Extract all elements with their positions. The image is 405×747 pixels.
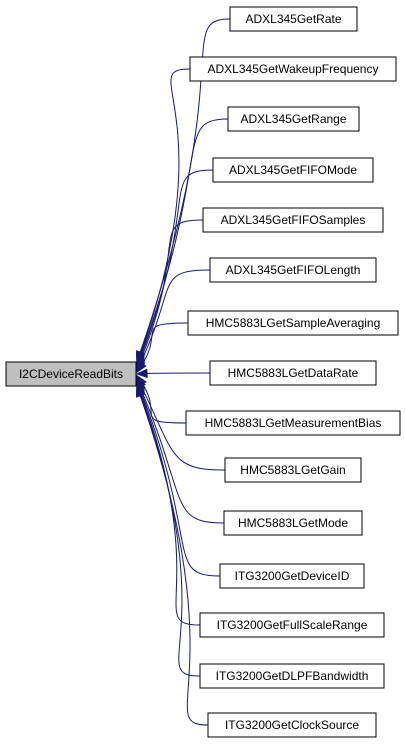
- caller-node-box: [209, 360, 377, 386]
- edge-itg3200getdeviceid: [139, 389, 221, 577]
- caller-node-label: ITG3200GetDLPFBandwidth: [216, 669, 369, 683]
- caller-node-adxl345getfifosamples[interactable]: ADXL345GetFIFOSamples: [202, 207, 384, 233]
- caller-node-adxl345getrange[interactable]: ADXL345GetRange: [227, 106, 360, 132]
- caller-node-label: ITG3200GetFullScaleRange: [217, 618, 368, 632]
- caller-node-itg3200getclocksource[interactable]: ITG3200GetClockSource: [207, 712, 377, 738]
- caller-node-box: [187, 310, 399, 336]
- caller-node-label: HMC5883LGetGain: [240, 463, 345, 477]
- caller-node-box: [212, 157, 374, 183]
- caller-node-box: [199, 612, 385, 638]
- caller-node-hmc5883lgetmeasurementbias[interactable]: HMC5883LGetMeasurementBias: [185, 410, 401, 436]
- caller-node-box: [189, 56, 397, 82]
- caller-node-hmc5883lgetsampleaveraging[interactable]: HMC5883LGetSampleAveraging: [187, 310, 399, 336]
- caller-node-label: ADXL345GetFIFOMode: [229, 163, 357, 177]
- arrowhead-hmc5883lgetdatarate: [135, 368, 148, 379]
- caller-node-itg3200getfullscalerange[interactable]: ITG3200GetFullScaleRange: [199, 612, 385, 638]
- caller-node-label: HMC5883LGetSampleAveraging: [206, 316, 381, 330]
- caller-node-itg3200getdlpfbandwidth[interactable]: ITG3200GetDLPFBandwidth: [199, 663, 385, 689]
- caller-node-label: ADXL345GetWakeupFrequency: [208, 62, 379, 76]
- edge-adxl345getfifolength: [140, 269, 211, 363]
- edge-adxl345getfifosamples: [139, 219, 204, 361]
- caller-node-label: ITG3200GetDeviceID: [235, 569, 350, 583]
- caller-node-box: [224, 457, 362, 483]
- edge-adxl345getfifomode: [139, 169, 214, 359]
- caller-node-hmc5883lgetmode[interactable]: HMC5883LGetMode: [223, 510, 363, 536]
- caller-node-label: ADXL345GetFIFOSamples: [221, 213, 366, 227]
- arrowhead-itg3200getclocksource: [135, 385, 145, 398]
- caller-node-label: HMC5883LGetDataRate: [228, 366, 359, 380]
- caller-node-box: [199, 663, 385, 689]
- edge-hmc5883lgetmode: [140, 387, 225, 524]
- caller-node-label: ITG3200GetClockSource: [225, 718, 359, 732]
- edge-hmc5883lgetsampleaveraging: [141, 322, 189, 365]
- caller-node-adxl345getwakeupfrequency[interactable]: ADXL345GetWakeupFrequency: [189, 56, 397, 82]
- caller-node-hmc5883lgetgain[interactable]: HMC5883LGetGain: [224, 457, 362, 483]
- caller-node-box: [227, 106, 360, 132]
- caller-node-box: [185, 410, 401, 436]
- caller-node-box: [223, 510, 363, 536]
- caller-node-label: HMC5883LGetMeasurementBias: [205, 416, 382, 430]
- graph-nodes: I2CDeviceReadBits ADXL345GetRateADXL345G…: [5, 6, 401, 738]
- caller-node-label: ADXL345GetRange: [240, 112, 346, 126]
- caller-node-adxl345getfifolength[interactable]: ADXL345GetFIFOLength: [209, 257, 377, 283]
- caller-node-box: [209, 257, 377, 283]
- arrowhead-hmc5883lgetsampleaveraging: [136, 360, 147, 374]
- caller-node-box: [207, 712, 377, 738]
- caller-node-label: ADXL345GetRate: [245, 12, 341, 26]
- caller-node-label: HMC5883LGetMode: [238, 516, 348, 530]
- caller-node-adxl345getfifomode[interactable]: ADXL345GetFIFOMode: [212, 157, 374, 183]
- edge-adxl345getwakeupfrequency: [139, 68, 191, 356]
- caller-node-box: [219, 563, 365, 589]
- caller-node-label: ADXL345GetFIFOLength: [226, 263, 361, 277]
- root-node[interactable]: I2CDeviceReadBits: [5, 361, 137, 387]
- edge-itg3200getclocksource: [139, 394, 209, 726]
- root-node-label: I2CDeviceReadBits: [19, 367, 123, 381]
- edge-itg3200getfullscalerange: [139, 391, 201, 626]
- caller-node-box: [229, 6, 358, 32]
- caller-node-adxl345getrate[interactable]: ADXL345GetRate: [229, 6, 358, 32]
- caller-node-itg3200getdeviceid[interactable]: ITG3200GetDeviceID: [219, 563, 365, 589]
- caller-node-box: [202, 207, 384, 233]
- caller-node-hmc5883lgetdatarate[interactable]: HMC5883LGetDataRate: [209, 360, 377, 386]
- graph-edges: [135, 18, 231, 726]
- edge-hmc5883lgetgain: [140, 385, 226, 471]
